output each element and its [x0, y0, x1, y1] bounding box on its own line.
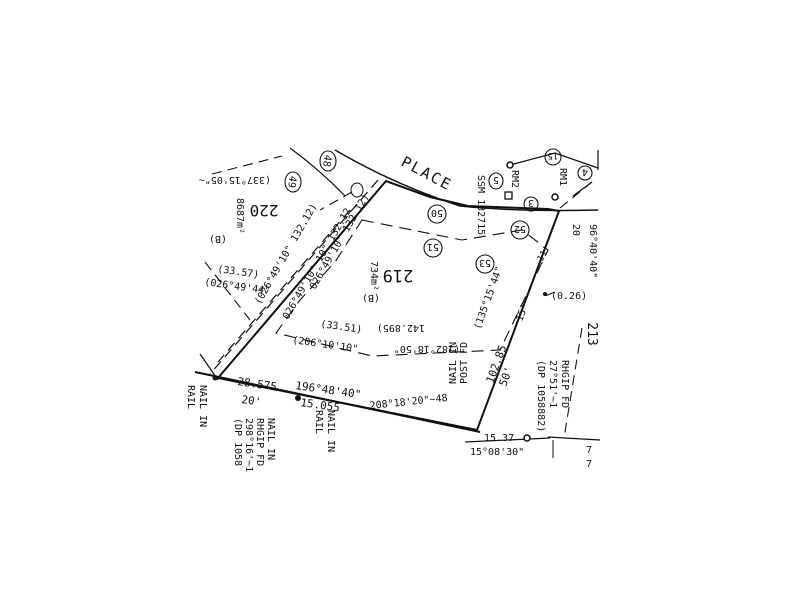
ssm-code: SSM 132715 — [475, 175, 486, 235]
lot-220-ref: (B) — [209, 233, 227, 244]
circle-label-5: 5 — [488, 172, 504, 190]
right-edge-7a: 7 — [586, 445, 592, 456]
circle-label-50: 50 — [427, 204, 447, 224]
svg-text:15: 15 — [548, 150, 559, 160]
circle-label-15: 15 — [544, 148, 562, 166]
inner-distance: (33.51) — [320, 319, 363, 336]
lot-219-ref: (B) — [362, 292, 380, 303]
bottom-left-distance: 28.575 — [237, 375, 278, 393]
circle-label-49: 49 — [284, 171, 302, 193]
svg-text:5: 5 — [493, 174, 499, 185]
rhgip-right-angle: 27°51'~1 — [547, 360, 558, 408]
right-vertical: 96°40'40" — [587, 224, 598, 278]
right-dist-20: 20 — [570, 224, 581, 236]
circle-label-3: 3 — [523, 196, 539, 212]
dp-1058: (DP 1058 — [232, 418, 243, 466]
circle-label-52: 52 — [510, 220, 530, 240]
right-chain: 50' — [497, 365, 516, 388]
svg-text:53: 53 — [479, 257, 491, 268]
top-left-bearing: (337°15'05"~ — [199, 174, 271, 185]
svg-text:52: 52 — [514, 223, 526, 234]
inner-right-bearing: (182°18'50" — [394, 343, 460, 354]
right-mark-distance: 15.37 — [484, 433, 514, 444]
rhgip-angle: 298°16'~1 — [243, 418, 254, 472]
nail-in-post: NAIL IN — [448, 342, 459, 384]
rhgip-fd-right: RHGIP FD — [559, 360, 570, 408]
right-long-bearing: (135°15'44" — [472, 265, 505, 331]
nail-in-rail-1: NAIL IN — [197, 385, 208, 427]
svg-text:49: 49 — [285, 175, 298, 189]
inner-right-distance: 142.895) — [377, 322, 425, 333]
lot-219-area: 734m² — [368, 261, 379, 291]
circle-label-4: 4 — [577, 165, 593, 181]
svg-text:3: 3 — [528, 197, 534, 208]
lot-220-boundary — [204, 155, 353, 321]
circle-label-51: 51 — [423, 238, 443, 258]
survey-marks — [212, 161, 559, 442]
right-small: 15' — [514, 302, 531, 323]
svg-text:50: 50 — [431, 207, 443, 218]
rot-tick: 11' — [536, 244, 553, 263]
bottom-left-chain: 20' — [241, 393, 262, 409]
inner-bearing: (206°10'10" — [292, 335, 359, 355]
dp-1058882: (DP 1058882) — [535, 360, 546, 432]
lot-220-number: 220 — [250, 201, 279, 220]
west-boundary-offsets — [209, 179, 379, 375]
svg-text:51: 51 — [427, 241, 439, 252]
bottom-right-bearing: 208°18'20"~48 — [369, 393, 448, 412]
rm1-label: RM1 — [557, 168, 568, 186]
rhgip-line: RHGIP FD — [254, 418, 265, 466]
circle-label-53: 53 — [475, 254, 495, 274]
rm2-label: RM2 — [509, 170, 520, 188]
lot-213-number: 213 — [584, 322, 599, 345]
east-side — [509, 150, 599, 439]
bottom-cut: 15°08'30" — [470, 447, 524, 458]
svg-text:48: 48 — [320, 154, 333, 168]
right-edge-7b: 7 — [586, 459, 592, 470]
nail-in-rail-1b: RAIL — [185, 385, 196, 409]
lot-220-area: 8687m² — [234, 198, 245, 234]
paren-026: (0.26) — [551, 291, 587, 302]
circled-labels: 48 49 50 51 52 53 5 3 15 4 — [284, 148, 593, 274]
post-fd: POST FD — [459, 342, 470, 384]
nail-in-rail-2: NAIL IN — [325, 410, 336, 452]
south-east-lines — [464, 436, 601, 458]
nail-in-rhgip: NAIL IN — [265, 418, 276, 460]
lot-219-envelope — [275, 219, 549, 357]
bottom-distance: 15.055 — [300, 396, 341, 414]
circle-label-g1 — [350, 182, 364, 198]
left-paren-distance: (33.57) — [217, 264, 260, 281]
svg-text:4: 4 — [582, 166, 588, 177]
circle-label-48: 48 — [319, 150, 337, 172]
nail-in-rail-2b: RAIL — [313, 410, 324, 434]
lot-219-number: 219 — [383, 265, 414, 285]
survey-notes: (337°15'05"~ SSM 132715 RM2 RM1 NAIL IN … — [185, 168, 592, 472]
